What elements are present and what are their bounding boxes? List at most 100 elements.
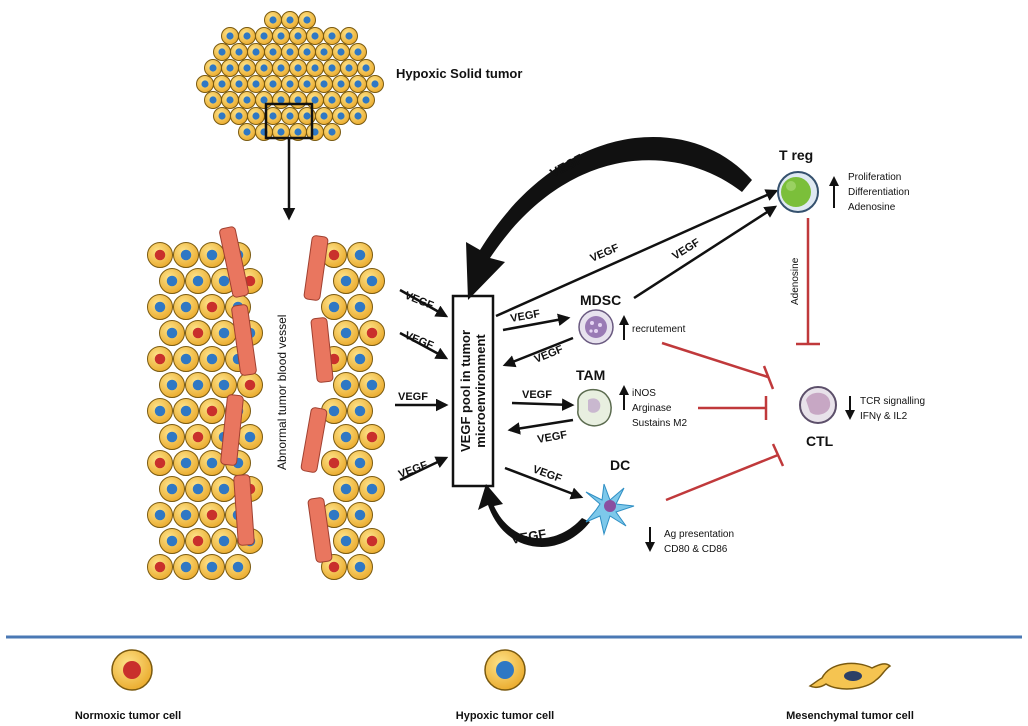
hypoxic-cell-icon [321,398,347,424]
hypoxic-cell-icon [173,502,199,528]
hypoxic-cell-icon [213,75,231,93]
mdsc-label: MDSC [580,292,621,308]
mdsc-effect: recrutement [632,324,686,335]
hypoxic-cell-icon [221,91,239,109]
pool-to-dc-arrow [504,466,584,500]
normoxic-cell-icon [359,528,385,554]
hypoxic-cell-icon [204,59,222,77]
normoxic-cell-icon [359,320,385,346]
normoxic-cell-icon [237,372,263,398]
hypoxic-cell-icon [359,476,385,502]
mdsc-cell-icon [578,309,614,345]
hypoxic-cell-icon [306,59,324,77]
hypoxic-cell-icon [323,27,341,45]
tam-label: TAM [576,367,605,383]
hypoxic-cell-icon [349,75,367,93]
hypoxic-tumor-label: Hypoxic Solid tumor [396,66,522,81]
hypoxic-cell-icon [199,242,225,268]
vegf-pool-line1: VEGF pool in tumor [458,330,473,452]
hypoxic-cell-icon [238,59,256,77]
tam-effect-1: iNOS [632,388,656,399]
hypoxic-cell-icon [159,320,185,346]
endothelial-cell-icon [307,497,333,563]
vessel-label: Abnormal tumor blood vessel [275,315,289,470]
hypoxic-cell-icon [315,75,333,93]
ctl-effect-1: TCR signalling [860,396,925,407]
tam-effect-3: Sustains M2 [632,418,687,429]
vessel-lumen [219,226,334,563]
hypoxic-cell-icon [281,107,299,125]
hypoxic-cell-icon [333,424,359,450]
treg-to-pool-big-arrow [466,136,752,300]
hypoxic-cell-icon [264,11,282,29]
normoxic-cell-icon [185,320,211,346]
hypoxic-cell-icon [159,268,185,294]
normoxic-cell-icon [185,424,211,450]
mdsc-ctl-inhibition [661,341,769,379]
hypoxic-cell-icon [347,502,373,528]
hypoxic-cell-icon [238,91,256,109]
hypoxic-cell-icon [185,268,211,294]
dc-ctl-inhibition-bar [771,443,785,467]
hypoxic-cell-icon [173,242,199,268]
hypoxic-cell-icon [359,372,385,398]
hypoxic-cell-icon [333,268,359,294]
hypoxic-cell-icon [211,476,237,502]
tam-cell-icon [577,388,612,427]
hypoxic-cell-icon [264,43,282,61]
ctl-cell-icon [799,386,837,424]
normoxic-cell-icon [359,424,385,450]
dc-to-pool-curved-arrow [478,484,590,548]
hypoxic-cell-icon [281,43,299,61]
hypoxic-cell-icon [247,75,265,93]
hypoxic-cell-icon [173,398,199,424]
hypoxic-cell-icon [321,294,347,320]
hypoxic-cell-icon [255,59,273,77]
normoxic-cell-icon [321,450,347,476]
hypoxic-cell-icon [484,649,526,691]
normoxic-cell-icon [111,649,153,691]
normoxic-cell-icon [185,528,211,554]
hypoxic-cell-icon [272,27,290,45]
legend-label-hypoxic: Hypoxic tumor cell [456,710,554,722]
vegf-label-mdsc-treg: VEGF [670,236,702,262]
vessel-right-wall [321,242,385,580]
normoxic-cell-icon [147,242,173,268]
hypoxic-cell-icon [199,554,225,580]
hypoxic-cell-icon [225,554,251,580]
endothelial-cell-icon [233,474,255,546]
vegf-label-pool-dc: VEGF [531,464,564,486]
hypoxic-cell-icon [332,107,350,125]
hypoxic-cell-icon [238,123,256,141]
ctl-effect-2: IFNγ & IL2 [860,411,908,422]
endothelial-cell-icon [219,226,249,298]
mesenchymal-cell-icon [808,662,892,690]
ctl-label: CTL [806,433,834,449]
dc-cell-icon [585,483,635,536]
hypoxic-cell-icon [221,27,239,45]
hypoxic-cell-icon [247,107,265,125]
treg-label: T reg [779,147,813,163]
hypoxic-cell-icon [347,346,373,372]
hypoxic-cell-icon [237,424,263,450]
hypoxic-cell-icon [211,320,237,346]
normoxic-cell-icon [199,294,225,320]
vegf-label-pool-mdsc: VEGF [509,308,541,325]
hypoxic-cell-icon [230,43,248,61]
treg-cell-icon [777,171,819,213]
hypoxic-cell-icon [173,554,199,580]
hypoxic-cell-icon [289,27,307,45]
hypoxic-tumor-cluster [196,11,384,141]
hypoxic-cell-icon [230,107,248,125]
hypoxic-cell-icon [238,27,256,45]
hypoxic-cell-icon [315,43,333,61]
tam-to-pool-arrow [507,418,574,435]
hypoxic-cell-icon [211,528,237,554]
adenosine-label: Adenosine [790,257,801,305]
vegf-label-vessel-2: VEGF [403,330,436,352]
hypoxic-cell-icon [323,59,341,77]
hypoxic-cell-icon [281,11,299,29]
normoxic-cell-icon [147,346,173,372]
hypoxic-cell-icon [213,107,231,125]
